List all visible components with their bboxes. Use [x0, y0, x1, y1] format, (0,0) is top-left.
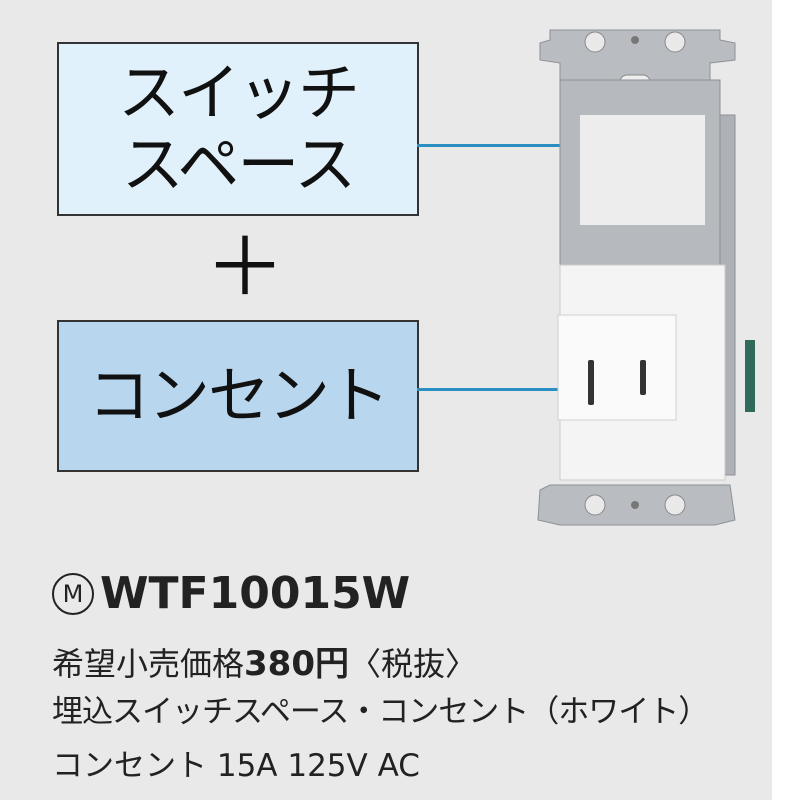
outlet-box: コンセント	[57, 320, 419, 472]
switch-space-label-line1: スイッチ	[117, 56, 360, 129]
price-line: 希望小売価格380円〈税抜〉	[52, 636, 477, 685]
product-spec: コンセント 15A 125V AC	[52, 748, 420, 784]
model-number-text: WTF10015W	[100, 568, 411, 619]
model-mark-icon: M	[52, 572, 94, 615]
outlet-label: コンセント	[87, 359, 390, 432]
product-description: 埋込スイッチスペース・コンセント（ホワイト）	[52, 694, 709, 730]
price-tax-note: 〈税抜〉	[349, 645, 478, 683]
price-label: 希望小売価格	[52, 645, 245, 683]
price-amount: 380円	[244, 644, 349, 684]
outlet-leader-line	[417, 388, 572, 391]
switch-space-box: スイッチ スペース	[57, 42, 419, 216]
switch-space-label-line2: スペース	[121, 128, 357, 201]
switch-leader-line	[417, 144, 572, 147]
model-number: M WTF10015W	[52, 568, 410, 619]
switch-outlet-product-image	[537, 29, 755, 526]
plus-sign: ＋	[205, 221, 285, 314]
